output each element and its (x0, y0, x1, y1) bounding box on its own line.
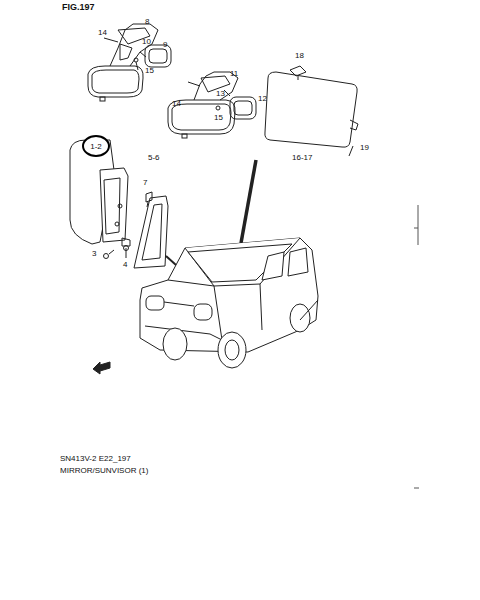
mirror-cover (134, 192, 168, 268)
inside-mirror (168, 72, 256, 138)
callout-number: 14 (98, 28, 107, 37)
callout-number: 14 (172, 99, 181, 108)
callout-number: 1-2 (90, 142, 102, 151)
figure-title: FIG.197 (62, 2, 95, 12)
vehicle-body (140, 238, 318, 368)
callout-number: 3 (92, 249, 96, 258)
callout-number: 16-17 (292, 153, 312, 162)
callout-number: 15 (214, 113, 223, 122)
callout-number: 8 (145, 17, 149, 26)
caption-text: SN413V-2 E22_197 (60, 454, 131, 463)
callout-number: 10 (142, 37, 151, 46)
sun-visor (265, 66, 358, 156)
caption-text: MIRROR/SUNVISOR (1) (60, 466, 148, 475)
callout-number: 15 (145, 66, 154, 75)
callout-number: 9 (163, 40, 167, 49)
callout-number: 7 (143, 178, 147, 187)
callout-number: 4 (123, 260, 127, 269)
callout-number: 5-6 (148, 153, 160, 162)
callout-number: 18 (295, 51, 304, 60)
callout-number: 11 (230, 69, 238, 78)
forward-arrow (93, 362, 110, 374)
callout-number: 19 (360, 143, 369, 152)
inside-mirror (88, 24, 171, 101)
door-mirror (70, 140, 130, 259)
callout-number: 12 (258, 94, 267, 103)
callout-number: 13 (216, 89, 225, 98)
callout-circle: 1-2 (82, 135, 110, 157)
